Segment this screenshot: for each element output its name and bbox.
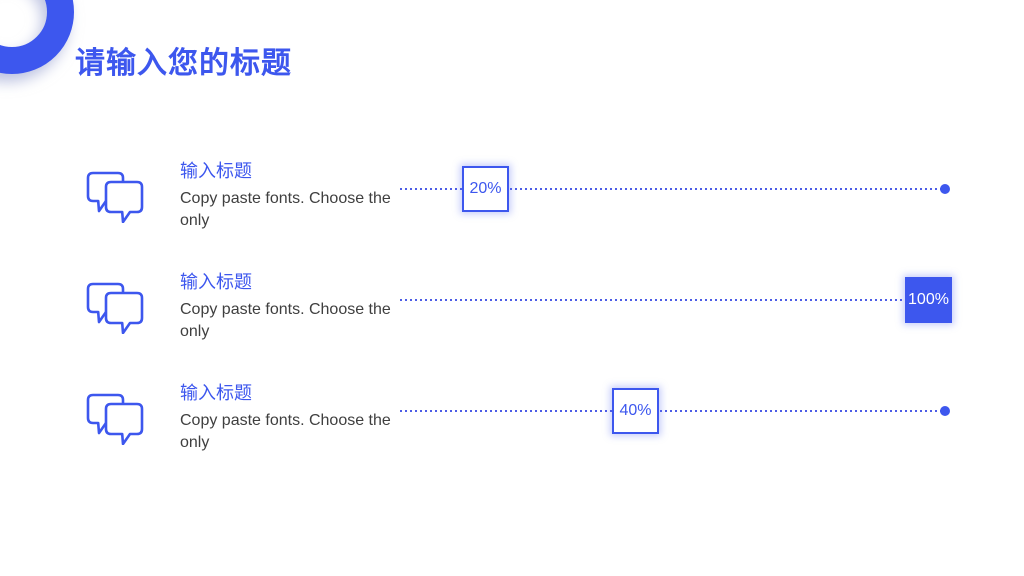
chat-bubbles-icon (85, 170, 145, 224)
chat-bubbles-icon (85, 281, 145, 335)
percent-badge: 100% (905, 277, 952, 323)
chat-bubbles-icon (85, 392, 145, 446)
item-body: Copy paste fonts. Choose the only (180, 190, 391, 229)
percent-badge: 40% (612, 388, 659, 434)
item-body: Copy paste fonts. Choose the only (180, 412, 391, 451)
end-dot (940, 406, 950, 416)
end-dot (940, 184, 950, 194)
ring-decoration (0, 0, 74, 74)
page-title: 请输入您的标题 (75, 47, 292, 80)
dotted-line (400, 188, 945, 190)
item-heading: 输入标题 (180, 272, 252, 292)
item-heading: 输入标题 (180, 161, 252, 181)
item-text-block: 输入标题 Copy paste fonts. Choose the only (180, 268, 392, 343)
item-heading: 输入标题 (180, 383, 252, 403)
dotted-line (400, 299, 945, 301)
dotted-line (400, 410, 945, 412)
percent-badge: 20% (462, 166, 509, 212)
item-text-block: 输入标题 Copy paste fonts. Choose the only (180, 379, 392, 454)
item-body: Copy paste fonts. Choose the only (180, 301, 391, 340)
item-text-block: 输入标题 Copy paste fonts. Choose the only (180, 157, 392, 232)
